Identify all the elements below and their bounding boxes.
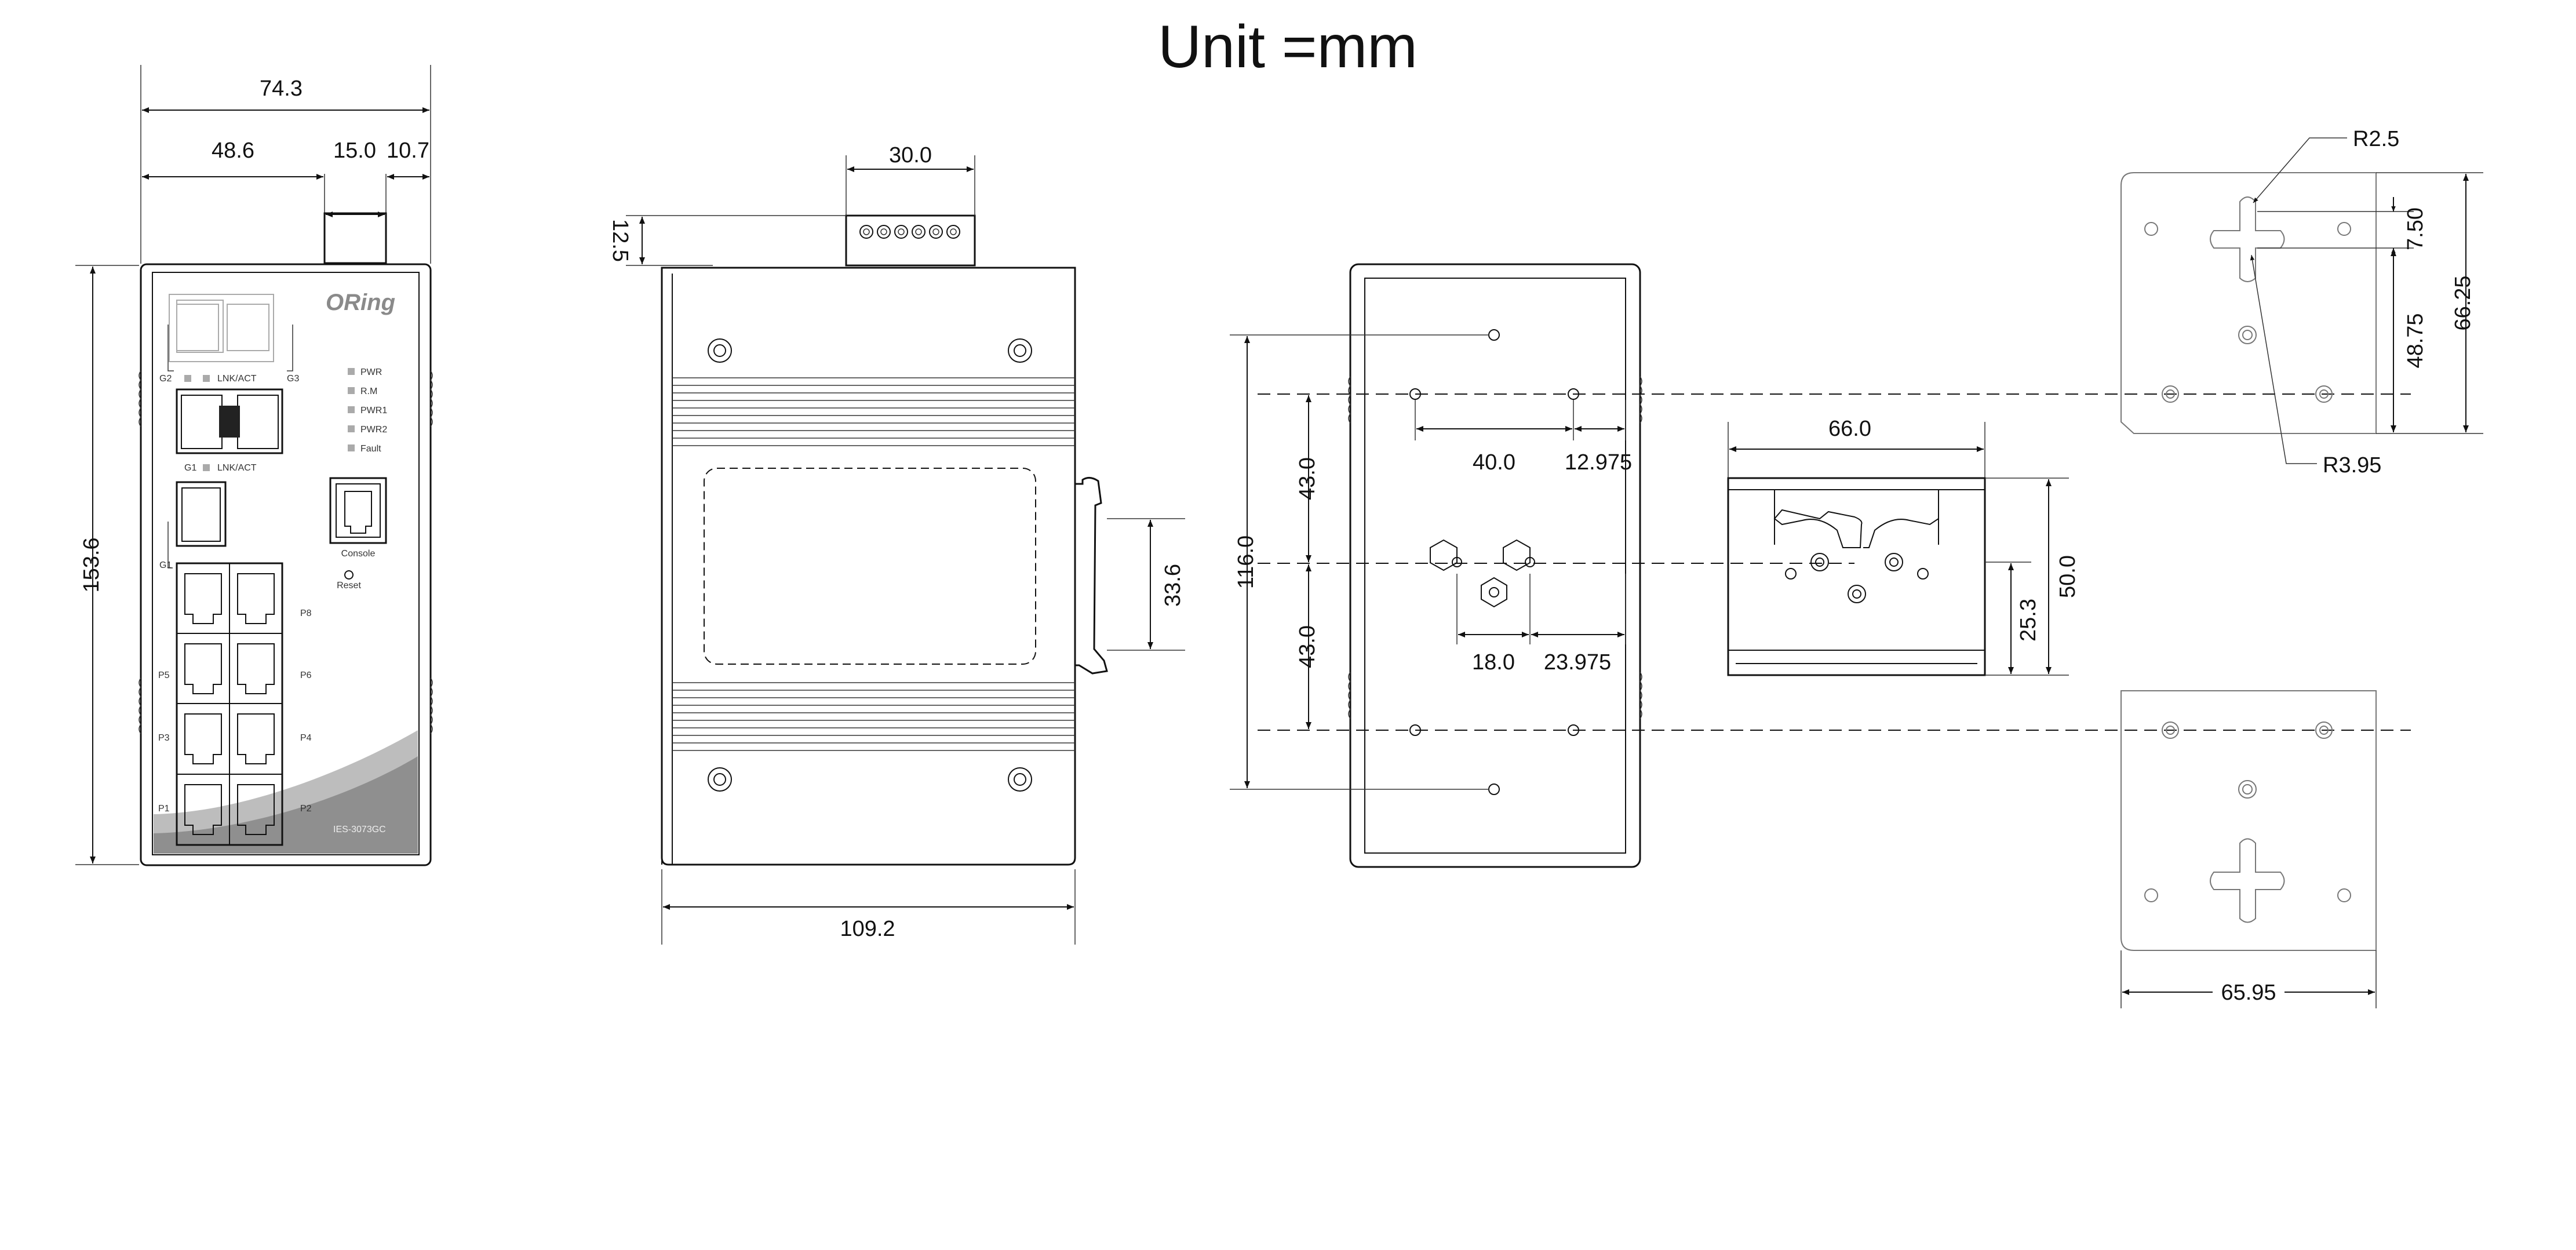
rj45-jack	[237, 573, 275, 624]
terminal-screw-center	[932, 228, 939, 235]
led-fault-label: Fault	[360, 444, 381, 454]
din-rail-bracket: 66.0 50.0 25.3	[1727, 417, 2080, 676]
dim-edge: 12.975	[1565, 450, 1632, 475]
label-lnk-top: LNK/ACT	[217, 374, 257, 384]
dim-front-height: 153.6	[79, 537, 104, 592]
rj45-jack	[237, 713, 275, 764]
label-p3: P3	[158, 733, 170, 743]
label-console: Console	[341, 549, 376, 559]
label-p8: P8	[300, 608, 312, 618]
dim-plate-height: 66.25	[2451, 275, 2475, 330]
terminal-screw	[859, 225, 873, 239]
rj45-port-grid	[176, 562, 283, 846]
terminal-screw-center	[950, 228, 957, 235]
dim-hole-spacing: 40.0	[1473, 450, 1515, 475]
dim-slot: 7.50	[2403, 207, 2428, 250]
radius-large: R3.95	[2323, 453, 2381, 478]
dim-connector-width: 30.0	[889, 143, 932, 167]
terminal-screw	[877, 225, 891, 239]
dim-front-mid: 15.0	[333, 139, 376, 163]
dim-din-height: 50.0	[2056, 555, 2080, 598]
radius-small: R2.5	[2353, 127, 2399, 151]
led-pwr-label: PWR	[360, 367, 382, 377]
terminal-screw	[946, 225, 960, 239]
label-lnk-bottom: LNK/ACT	[217, 463, 257, 473]
label-p4: P4	[300, 733, 312, 743]
dim-din-offset: 25.3	[2016, 599, 2041, 642]
dim-connector-height: 12.5	[608, 219, 632, 262]
wall-mount-plates: R2.5 R3.95 7.50 48.75 66.25 65.95	[2120, 127, 2483, 1008]
brand-logo: ORing	[326, 290, 395, 315]
dim-front-right: 10.7	[387, 139, 429, 163]
dim-back-height: 116.0	[1234, 535, 1258, 589]
rj45-jack	[237, 643, 275, 694]
led-pwr1-label: PWR1	[360, 406, 387, 416]
label-p6: P6	[300, 670, 312, 680]
label-g1: G1	[159, 560, 172, 570]
dim-screw-spacing: 18.0	[1472, 650, 1515, 675]
terminal-screw	[894, 225, 908, 239]
dim-back-lower: 43.0	[1295, 625, 1320, 668]
dim-front-width: 74.3	[260, 76, 303, 101]
dim-hole-height: 48.75	[2403, 313, 2428, 368]
terminal-screw-center	[880, 228, 887, 235]
model-label: IES-3073GC	[333, 825, 386, 834]
label-p5: P5	[158, 670, 170, 680]
dim-depth: 109.2	[840, 917, 895, 941]
label-reset: Reset	[337, 581, 361, 591]
label-g2: G2	[159, 374, 172, 384]
led-pwr2-label: PWR2	[360, 425, 387, 435]
rj45-jack	[237, 784, 275, 835]
front-view: 74.3 48.6 15.0 10.7 153.6 ORing G2	[75, 65, 433, 866]
rj45-jack	[184, 713, 222, 764]
terminal-screw	[912, 225, 926, 239]
dim-plate-width: 65.95	[2221, 981, 2276, 1005]
terminal-screw-center	[863, 228, 870, 235]
terminal-screw-center	[915, 228, 922, 235]
terminal-screw-center	[898, 228, 905, 235]
label-g1-small: G1	[184, 463, 196, 473]
dim-back-upper: 43.0	[1295, 457, 1320, 500]
dim-din-width: 66.0	[1828, 417, 1871, 441]
terminal-screw	[929, 225, 943, 239]
unit-title: Unit =mm	[1158, 13, 1418, 81]
label-g3: G3	[287, 374, 299, 384]
dim-front-left: 48.6	[212, 139, 254, 163]
side-view: 30.0 12.5 33.6 109.2	[608, 143, 1185, 945]
dim-clip: 33.6	[1161, 564, 1185, 607]
back-view: 116.0 43.0 43.0 40.0 12.975 18.0 23.975	[1230, 263, 2411, 868]
rj45-jack	[184, 784, 222, 835]
label-p2: P2	[300, 804, 312, 814]
dim-screw-edge: 23.975	[1544, 650, 1611, 675]
rj45-jack	[184, 643, 222, 694]
rj45-jack	[184, 573, 222, 624]
label-p1: P1	[158, 804, 170, 814]
led-rm-label: R.M	[360, 387, 377, 396]
